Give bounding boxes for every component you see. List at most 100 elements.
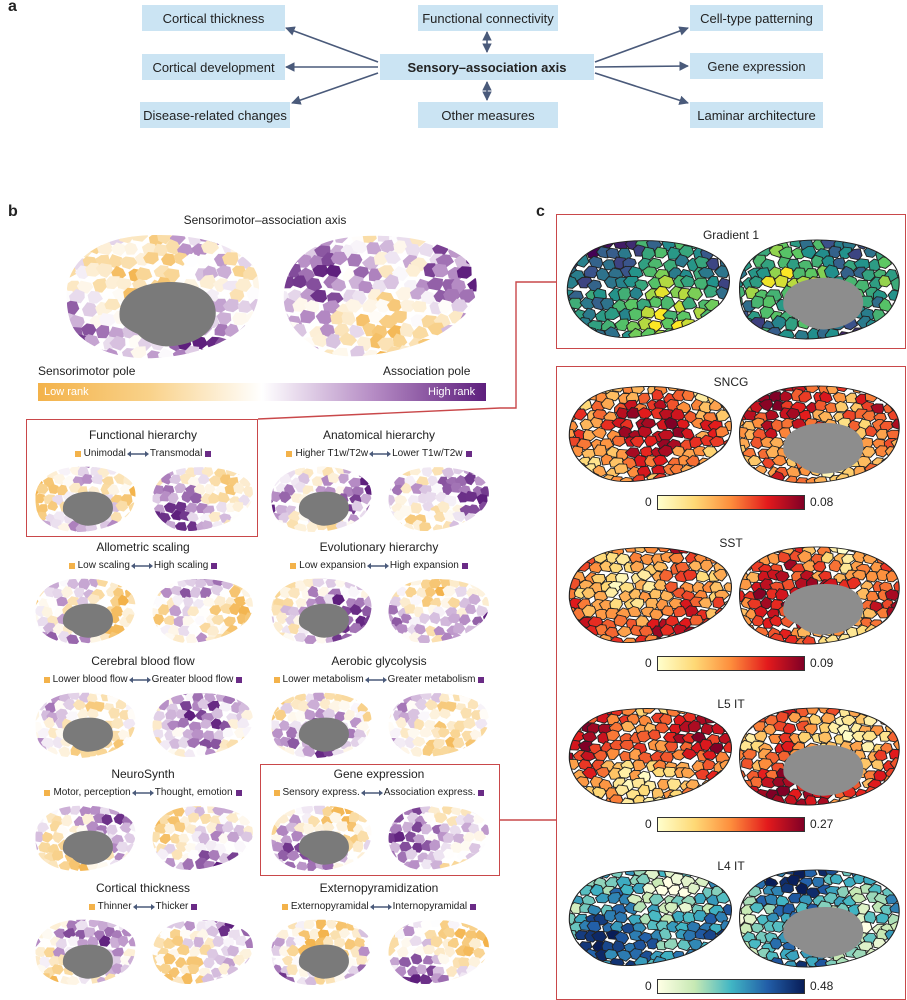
- brain-map-2: [35, 578, 253, 645]
- functional-hierarchy-frame: [26, 419, 258, 537]
- high-label: Association express.: [383, 787, 476, 798]
- low-label: Low scaling: [77, 560, 130, 571]
- low-square: [88, 903, 95, 910]
- colorbar-max-3: 0.48: [810, 979, 834, 993]
- low-label: Thinner: [97, 901, 132, 912]
- cell-brain-map-0: [568, 385, 900, 484]
- map-title-5: Aerobic glycolysis: [331, 654, 427, 668]
- cell-brain-map-3: [568, 869, 900, 968]
- box-cortical-development: Cortical development: [142, 54, 285, 80]
- high-square: [470, 903, 477, 910]
- low-square: [44, 789, 51, 796]
- low-label: Higher T1w/T2w: [295, 448, 369, 459]
- panel-b-letter: b: [8, 203, 18, 220]
- low-square: [273, 676, 280, 683]
- gradient-title: Gradient 1: [702, 228, 760, 242]
- low-label: Lower metabolism: [282, 674, 364, 685]
- cell-map-title-1: SST: [719, 536, 743, 550]
- map-title-8: Cortical thickness: [95, 881, 191, 895]
- high-label: Lower T1w/T2w: [392, 448, 463, 459]
- rank-colorbar: [38, 383, 486, 401]
- high-square: [465, 450, 472, 457]
- cell-colorbar-2: [657, 817, 805, 832]
- low-label: Sensory express.: [282, 787, 360, 798]
- main-brain-maps: [66, 235, 477, 359]
- low-square: [286, 450, 293, 457]
- high-rank-label: High rank: [428, 386, 476, 398]
- map-legend-3: Low expansion High expansion: [258, 560, 500, 571]
- brain-map-9: [271, 919, 489, 986]
- panel-c-letter: c: [536, 203, 545, 220]
- double-arrow-icon: [126, 450, 149, 457]
- map-legend-5: Lower metabolism Greater metabolism: [258, 674, 500, 685]
- cell-colorbar-1: [657, 656, 805, 671]
- high-square: [478, 789, 485, 796]
- cell-map-title-3: L4 IT: [717, 859, 745, 873]
- double-arrow-icon: [128, 676, 151, 683]
- colorbar-max-2: 0.27: [810, 817, 834, 831]
- box-cortical-thickness: Cortical thickness: [142, 5, 285, 31]
- map-legend-8: Thinner Thicker: [22, 901, 264, 912]
- high-label: High expansion: [389, 560, 459, 571]
- high-square: [478, 676, 485, 683]
- box-sensory-association-axis: Sensory–association axis: [380, 54, 594, 80]
- axis-title: Sensorimotor–association axis: [183, 213, 347, 227]
- low-rank-label: Low rank: [44, 386, 89, 398]
- low-square: [290, 562, 297, 569]
- cell-brain-map-2: [568, 707, 900, 806]
- map-title-7: Gene expression: [333, 767, 425, 781]
- gene-expression-frame: [260, 764, 500, 876]
- brain-map-5: [271, 692, 489, 759]
- panel-a-arrows: [285, 26, 689, 105]
- gradient-frame: [556, 214, 906, 349]
- brain-map-8: [35, 919, 253, 986]
- double-arrow-icon: [369, 450, 392, 457]
- low-label: Motor, perception: [53, 787, 131, 798]
- brain-map-3: [271, 578, 489, 645]
- map-title-4: Cerebral blood flow: [91, 654, 195, 668]
- cell-colorbar-3: [657, 979, 805, 994]
- double-arrow-icon: [360, 789, 383, 796]
- box-functional-connectivity: Functional connectivity: [418, 5, 558, 31]
- brain-map-1: [271, 466, 489, 533]
- map-title-0: Functional hierarchy: [88, 428, 198, 442]
- brain-map-6: [35, 805, 253, 872]
- double-arrow-icon: [130, 562, 153, 569]
- low-square: [281, 903, 288, 910]
- panel-a-letter: a: [8, 0, 17, 15]
- association-pole-label: Association pole: [383, 364, 471, 378]
- colorbar-min-0: 0: [645, 495, 652, 509]
- brain-map-4: [35, 692, 253, 759]
- high-label: Greater metabolism: [387, 674, 476, 685]
- high-square: [235, 789, 242, 796]
- map-legend-2: Low scaling High scaling: [22, 560, 264, 571]
- double-arrow-icon: [366, 562, 389, 569]
- high-square: [236, 676, 243, 683]
- high-label: Transmodal: [149, 448, 203, 459]
- map-title-1: Anatomical hierarchy: [322, 428, 436, 442]
- map-legend-1: Higher T1w/T2w Lower T1w/T2w: [258, 448, 500, 459]
- double-arrow-icon: [364, 676, 387, 683]
- map-legend-7: Sensory express. Association express.: [258, 787, 500, 798]
- map-title-9: Externopyramidization: [319, 881, 439, 895]
- map-title-2: Allometric scaling: [96, 540, 190, 554]
- map-title-6: NeuroSynth: [111, 767, 175, 781]
- box-other-measures: Other measures: [418, 102, 558, 128]
- high-square: [205, 450, 212, 457]
- high-label: Thicker: [155, 901, 189, 912]
- high-label: High scaling: [153, 560, 209, 571]
- low-square: [68, 562, 75, 569]
- box-cell-type-patterning: Cell-type patterning: [690, 5, 823, 31]
- map-title-3: Evolutionary hierarchy: [319, 540, 439, 554]
- colorbar-min-1: 0: [645, 656, 652, 670]
- low-label: Low expansion: [299, 560, 366, 571]
- cell-brain-map-1: [568, 546, 900, 645]
- colorbar-min-3: 0: [645, 979, 652, 993]
- colorbar-max-0: 0.08: [810, 495, 834, 509]
- low-square: [74, 450, 81, 457]
- low-label: Externopyramidal: [290, 901, 369, 912]
